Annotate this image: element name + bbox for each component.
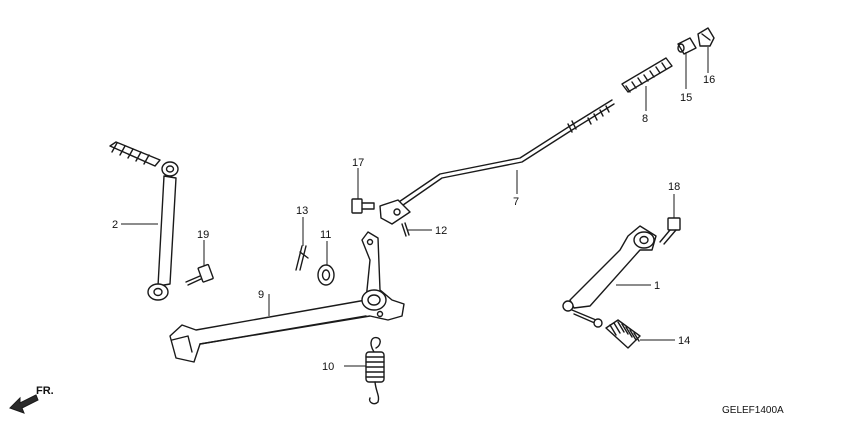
bolt-18[interactable] <box>659 217 681 245</box>
front-label: FR. <box>36 385 54 397</box>
callout-labels: 1 2 7 8 9 10 11 12 13 14 15 16 17 18 19 <box>112 74 715 373</box>
callout-18: 18 <box>668 181 680 193</box>
callout-1: 1 <box>654 280 660 292</box>
callout-10: 10 <box>322 361 334 373</box>
callout-12: 12 <box>435 225 447 237</box>
callout-16: 16 <box>703 74 715 86</box>
callout-14: 14 <box>678 335 690 347</box>
callout-17: 17 <box>352 157 364 169</box>
brake-arm[interactable] <box>562 225 657 328</box>
callout-19: 19 <box>197 229 209 241</box>
kick-starter-arm[interactable] <box>109 141 179 301</box>
callout-9: 9 <box>258 289 264 301</box>
leader-lines <box>121 47 709 367</box>
cotter-pin-13[interactable] <box>295 245 309 271</box>
callout-8: 8 <box>642 113 648 125</box>
front-direction-indicator: FR. <box>9 385 54 414</box>
callout-15: 15 <box>680 92 692 104</box>
bolt-17[interactable] <box>351 198 375 214</box>
spring-8[interactable] <box>621 57 673 93</box>
callout-2: 2 <box>112 219 118 231</box>
joint-15[interactable] <box>677 37 697 55</box>
spring-14[interactable] <box>605 319 641 349</box>
brake-pedal[interactable] <box>169 231 405 363</box>
callout-7: 7 <box>513 196 519 208</box>
callout-13: 13 <box>296 205 308 217</box>
callout-11: 11 <box>320 229 331 241</box>
brake-rod[interactable] <box>379 99 615 225</box>
diagram-code: GELEF1400A <box>722 405 784 416</box>
return-spring[interactable] <box>365 336 385 405</box>
cotter-pin-12[interactable] <box>401 222 410 237</box>
washer-11[interactable] <box>317 264 335 286</box>
bolt-19[interactable] <box>185 263 214 286</box>
adjusting-nut-16[interactable] <box>697 27 715 47</box>
